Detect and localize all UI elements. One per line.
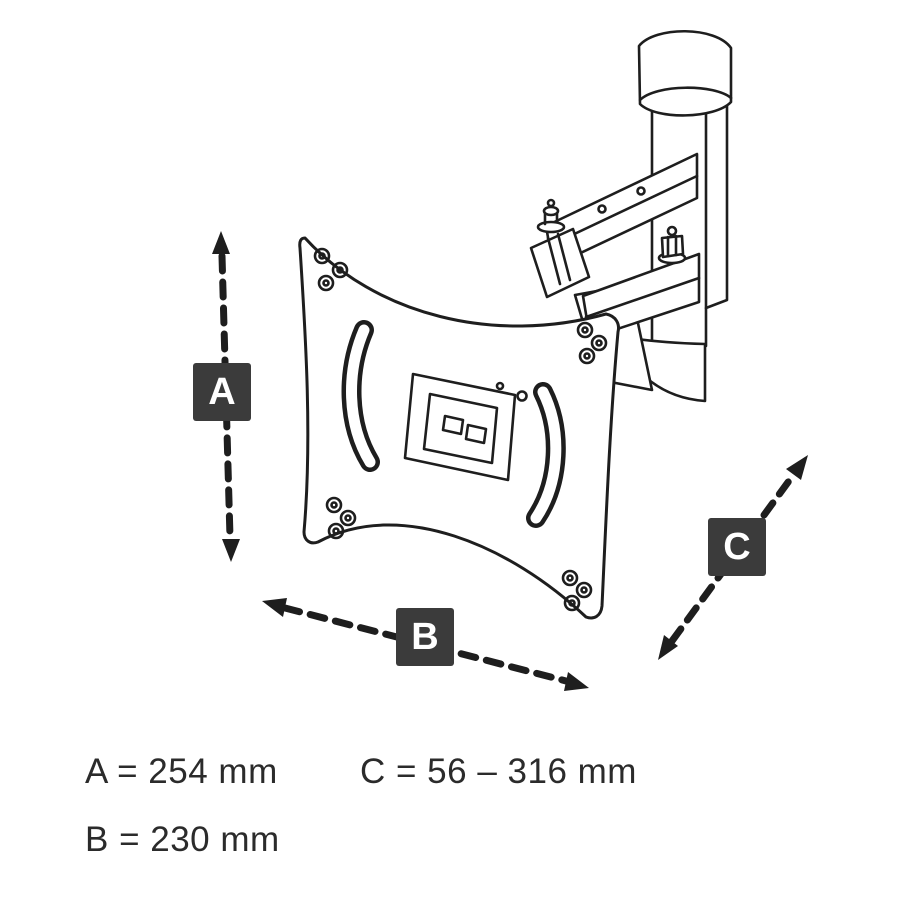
dimension-label-c-text: C bbox=[723, 525, 751, 568]
right-slot-inner bbox=[530, 386, 562, 524]
wall-mount-drawing bbox=[212, 30, 808, 691]
arm-nut bbox=[660, 234, 685, 259]
lower-arm-midline bbox=[584, 276, 701, 319]
center-square-inner bbox=[422, 392, 499, 465]
dimension-label-a-text: A bbox=[208, 370, 236, 413]
arm-nut-facets bbox=[666, 234, 678, 258]
left-slot-inner bbox=[346, 324, 376, 468]
vesa-plate bbox=[298, 236, 620, 620]
dimension-text-c: C = 56 – 316 mm bbox=[360, 752, 637, 791]
upper-arm-screw-2 bbox=[636, 186, 646, 196]
hole-cluster-bottom-right bbox=[561, 569, 593, 612]
wall-bracket-cap-inner-arc bbox=[638, 86, 733, 102]
hole-cluster-top-left bbox=[313, 247, 349, 292]
plate-screw-1 bbox=[516, 390, 528, 402]
center-clip-2 bbox=[464, 423, 488, 445]
hole-cluster-bottom-left bbox=[325, 496, 357, 540]
center-square-outer bbox=[403, 372, 517, 482]
dimension-label-b: B bbox=[396, 608, 454, 666]
hinge-bolt-head bbox=[542, 205, 560, 217]
dimension-label-a: A bbox=[193, 363, 251, 421]
dimension-label-c: C bbox=[708, 518, 766, 576]
hole-cluster-top-right bbox=[576, 321, 608, 365]
hinge-washer bbox=[536, 220, 566, 234]
wall-plate bbox=[650, 104, 729, 358]
arm-bolt-tip bbox=[666, 225, 678, 237]
hinge-hatching bbox=[546, 232, 572, 286]
dimension-text-a: A = 254 mm bbox=[85, 752, 278, 791]
plate-screw-2 bbox=[495, 381, 505, 391]
hinge-bolt-tip bbox=[546, 198, 556, 208]
wall-bracket-cap bbox=[637, 30, 733, 117]
upper-arm-screw-1 bbox=[597, 204, 607, 214]
dimension-label-b-text: B bbox=[411, 615, 439, 658]
dimension-text-b: B = 230 mm bbox=[85, 820, 280, 859]
center-clip-1 bbox=[441, 414, 465, 436]
